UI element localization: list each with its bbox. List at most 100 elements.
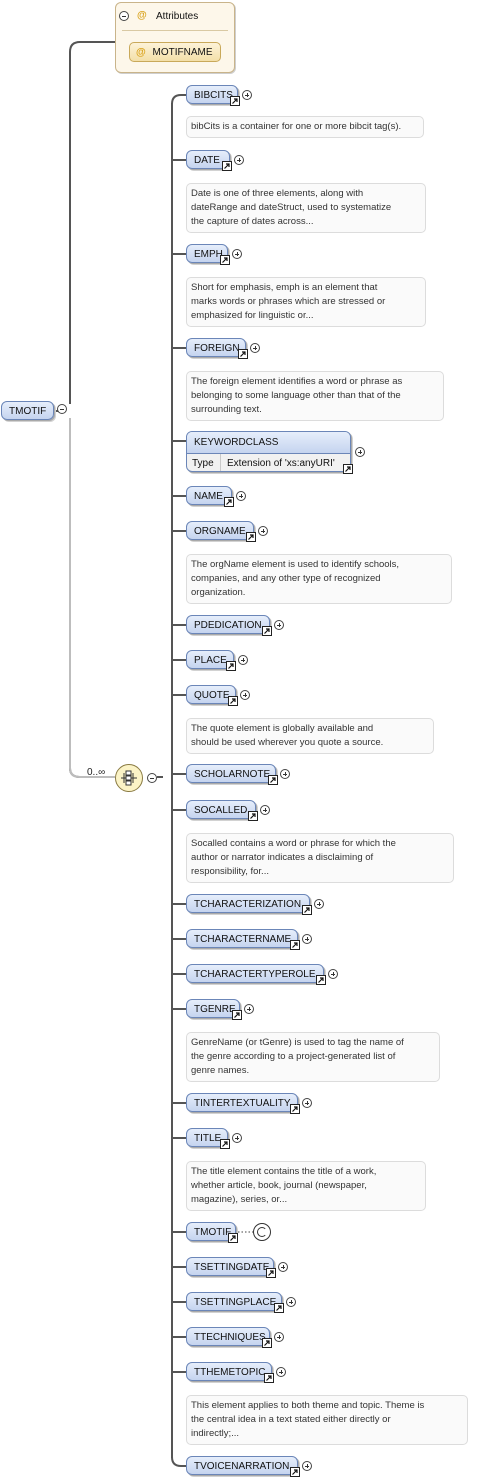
link-arrow-icon[interactable] <box>238 349 248 359</box>
link-arrow-icon[interactable] <box>228 696 238 706</box>
description-line: The title element contains the title of … <box>191 1166 377 1177</box>
link-arrow-icon[interactable] <box>228 1233 238 1243</box>
expand-icon[interactable] <box>276 1367 286 1377</box>
element-foreign[interactable]: FOREIGN <box>186 338 246 357</box>
link-arrow-icon[interactable] <box>220 1139 230 1149</box>
link-arrow-icon[interactable] <box>226 661 236 671</box>
link-arrow-icon[interactable] <box>290 1467 300 1477</box>
element-orgname[interactable]: ORGNAME <box>186 521 254 540</box>
element-label: TMOTIF <box>194 1227 232 1238</box>
link-arrow-icon[interactable] <box>302 905 312 915</box>
recursion-icon[interactable] <box>253 1223 271 1241</box>
expand-icon[interactable] <box>302 934 312 944</box>
expand-icon[interactable] <box>274 1332 284 1342</box>
element-label: SOCALLED <box>194 805 248 816</box>
attribute-at-icon: @ <box>137 10 147 21</box>
link-arrow-icon[interactable] <box>232 1010 242 1020</box>
element-bibcits[interactable]: BIBCITS <box>186 85 238 104</box>
element-title[interactable]: TITLE <box>186 1128 228 1147</box>
link-arrow-icon[interactable] <box>248 811 258 821</box>
expand-icon[interactable] <box>250 343 260 353</box>
description-line: The quote element is globally available … <box>191 723 374 734</box>
description-line: Socalled contains a word or phrase for w… <box>191 838 396 849</box>
expand-icon[interactable] <box>274 620 284 630</box>
attributes-divider <box>122 30 228 31</box>
element-quote[interactable]: QUOTE <box>186 685 236 704</box>
description-line: marks words or phrases which are stresse… <box>191 296 386 307</box>
type-key: Type <box>187 454 221 471</box>
link-arrow-icon[interactable] <box>230 96 240 106</box>
element-tsettingdate[interactable]: TSETTINGDATE <box>186 1257 274 1276</box>
collapse-attributes-icon[interactable] <box>119 11 129 21</box>
link-arrow-icon[interactable] <box>268 775 278 785</box>
expand-icon[interactable] <box>258 526 268 536</box>
element-tthemetopic[interactable]: TTHEMETOPIC <box>186 1362 272 1381</box>
expand-icon[interactable] <box>242 90 252 100</box>
element-socalled[interactable]: SOCALLED <box>186 800 256 819</box>
element-label: TTECHNIQUES <box>194 1332 266 1343</box>
element-tcharactertyperole[interactable]: TCHARACTERTYPEROLE <box>186 964 324 983</box>
expand-icon[interactable] <box>232 1133 242 1143</box>
sequence-compositor-icon[interactable] <box>115 764 143 792</box>
link-arrow-icon[interactable] <box>343 464 353 474</box>
description-line: surrounding text. <box>191 404 262 415</box>
element-emph[interactable]: EMPH <box>186 244 228 263</box>
expand-icon[interactable] <box>314 899 324 909</box>
element-description: The foreign element identifies a word or… <box>186 371 444 421</box>
description-line: The orgName element is used to identify … <box>191 559 400 570</box>
collapse-root-icon[interactable] <box>57 404 67 414</box>
root-element-tmotif[interactable]: TMOTIF <box>1 401 55 420</box>
expand-icon[interactable] <box>232 249 242 259</box>
element-ttechniques[interactable]: TTECHNIQUES <box>186 1327 270 1346</box>
attribute-at-icon: @ <box>136 47 146 58</box>
element-tcharactername[interactable]: TCHARACTERNAME <box>186 929 298 948</box>
element-tsettingplace[interactable]: TSETTINGPLACE <box>186 1292 282 1311</box>
expand-icon[interactable] <box>286 1297 296 1307</box>
link-arrow-icon[interactable] <box>224 497 234 507</box>
expand-icon[interactable] <box>244 1004 254 1014</box>
expand-icon[interactable] <box>302 1461 312 1471</box>
element-date[interactable]: DATE <box>186 150 230 169</box>
collapse-sequence-icon[interactable] <box>147 773 157 783</box>
expand-icon[interactable] <box>302 1098 312 1108</box>
description-line: should be used wherever you quote a sour… <box>191 737 384 748</box>
attribute-motifname[interactable]: @ MOTIFNAME <box>129 42 221 62</box>
description-line: genre names. <box>191 1065 250 1076</box>
element-place[interactable]: PLACE <box>186 650 234 669</box>
description-line: responsibility, for... <box>191 866 269 877</box>
link-arrow-icon[interactable] <box>290 1104 300 1114</box>
element-name[interactable]: NAME <box>186 486 232 505</box>
expand-icon[interactable] <box>236 491 246 501</box>
link-arrow-icon[interactable] <box>266 1268 276 1278</box>
expand-icon[interactable] <box>234 155 244 165</box>
link-arrow-icon[interactable] <box>290 940 300 950</box>
link-arrow-icon[interactable] <box>264 1373 274 1383</box>
expand-icon[interactable] <box>240 690 250 700</box>
link-arrow-icon[interactable] <box>316 975 326 985</box>
element-tgenre[interactable]: TGENRE <box>186 999 240 1018</box>
link-arrow-icon[interactable] <box>220 255 230 265</box>
link-arrow-icon[interactable] <box>274 1303 284 1313</box>
link-arrow-icon[interactable] <box>262 1338 272 1348</box>
expand-icon[interactable] <box>260 805 270 815</box>
expand-icon[interactable] <box>238 655 248 665</box>
expand-icon[interactable] <box>328 969 338 979</box>
element-tmotif[interactable]: TMOTIF <box>186 1222 236 1241</box>
link-arrow-icon[interactable] <box>246 532 256 542</box>
element-description: The title element contains the title of … <box>186 1161 426 1211</box>
expand-icon[interactable] <box>280 769 290 779</box>
link-arrow-icon[interactable] <box>262 626 272 636</box>
element-label: TSETTINGDATE <box>194 1262 270 1273</box>
element-tvoicenarration[interactable]: TVOICENARRATION <box>186 1456 298 1475</box>
element-label: TTHEMETOPIC <box>194 1367 266 1378</box>
description-line: emphasized for linguistic or... <box>191 310 314 321</box>
description-line: the genre according to a project-generat… <box>191 1051 396 1062</box>
element-tcharacterization[interactable]: TCHARACTERIZATION <box>186 894 310 913</box>
element-tintertextuality[interactable]: TINTERTEXTUALITY <box>186 1093 298 1112</box>
expand-icon[interactable] <box>355 447 365 457</box>
link-arrow-icon[interactable] <box>222 161 232 171</box>
element-pdedication[interactable]: PDEDICATION <box>186 615 270 634</box>
expand-icon[interactable] <box>278 1262 288 1272</box>
element-scholarnote[interactable]: SCHOLARNOTE <box>186 764 276 783</box>
